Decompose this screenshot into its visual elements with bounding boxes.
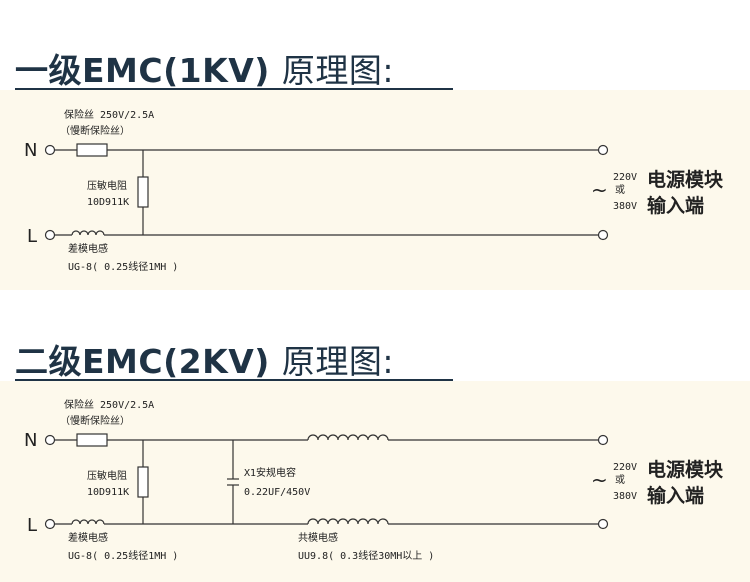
section2-title: 二级EMC(2KV) 原理图:: [15, 335, 394, 383]
section2-l-output-terminal: [597, 518, 609, 530]
section2-title-rule: [15, 379, 453, 381]
section1-dm-inductor-symbol: [71, 230, 105, 236]
section1-fuse-symbol: [76, 143, 108, 157]
section2-inductor-label: 差模电感: [68, 531, 108, 544]
section1-title-main: 一级EMC(1KV): [15, 51, 270, 90]
section1-output-line1: 电源模块: [647, 168, 724, 191]
section1-n-output-terminal: [597, 144, 609, 156]
section2-title-main: 二级EMC(2KV): [15, 342, 270, 381]
section1-title-suffix: 原理图:: [281, 51, 394, 90]
section2-cm-label: 共模电感: [298, 531, 338, 544]
section2-n-terminal: [44, 434, 56, 446]
section1-title: 一级EMC(1KV) 原理图:: [15, 44, 394, 92]
section2-l-terminal: [44, 518, 56, 530]
section2-capacitor-label: X1安规电容: [244, 466, 296, 479]
section2-varistor-label: 压敏电阻: [87, 469, 127, 482]
section2-dm-inductor-symbol: [71, 519, 105, 525]
section2-varistor-model: 10D911K: [87, 487, 129, 498]
section2-voltage-220: 220V: [613, 462, 637, 473]
section1-inductor-label: 差模电感: [68, 242, 108, 255]
section2-fuse-symbol: [76, 433, 108, 447]
section1-n-label: N: [24, 140, 37, 161]
section2-output-line1: 电源模块: [647, 458, 724, 481]
section1-voltage-or: 或: [615, 184, 625, 196]
section1-varistor-symbol: [137, 176, 149, 208]
section2-panel: [0, 381, 750, 582]
section2-cm-inductor-top-symbol: [307, 434, 389, 441]
section2-cm-model: UU9.8( 0.3线径30MH以上 ): [298, 549, 434, 562]
section2-cm-inductor-bottom-symbol: [307, 518, 389, 525]
section1-title-rule: [15, 88, 453, 90]
section1-l-output-terminal: [597, 229, 609, 241]
section2-capacitor-value: 0.22UF/450V: [244, 487, 310, 498]
section1-ac-tilde: ~: [591, 178, 608, 202]
section2-n-output-terminal: [597, 434, 609, 446]
section2-varistor-symbol: [137, 466, 149, 498]
section2-n-label: N: [24, 430, 37, 451]
section2-title-suffix: 原理图:: [281, 342, 394, 381]
section2-voltage-or: 或: [615, 474, 625, 486]
section2-ac-tilde: ~: [591, 468, 608, 492]
section2-output-line2: 输入端: [647, 484, 704, 507]
section1-varistor-label: 压敏电阻: [87, 179, 127, 192]
section2-fuse-label: 保险丝 250V/2.5A: [64, 398, 154, 411]
section1-inductor-model: UG-8( 0.25线径1MH ): [68, 260, 178, 273]
section1-l-terminal: [44, 229, 56, 241]
section1-circuit: [44, 143, 609, 241]
section2-circuit: [44, 433, 609, 530]
section2-inductor-model: UG-8( 0.25线径1MH ): [68, 549, 178, 562]
section1-fuse-sub: （慢断保险丝）: [60, 124, 130, 137]
section2-l-label: L: [27, 515, 37, 536]
section1-fuse-label: 保险丝 250V/2.5A: [64, 108, 154, 121]
section1-voltage-220: 220V: [613, 172, 637, 183]
section1-panel: [0, 90, 750, 290]
section2-fuse-sub: （慢断保险丝）: [60, 414, 130, 427]
section1-l-label: L: [27, 226, 37, 247]
section2-voltage-380: 380V: [613, 491, 637, 502]
section1-output-line2: 输入端: [647, 194, 704, 217]
section1-voltage-380: 380V: [613, 201, 637, 212]
section1-varistor-model: 10D911K: [87, 197, 129, 208]
section1-n-terminal: [44, 144, 56, 156]
